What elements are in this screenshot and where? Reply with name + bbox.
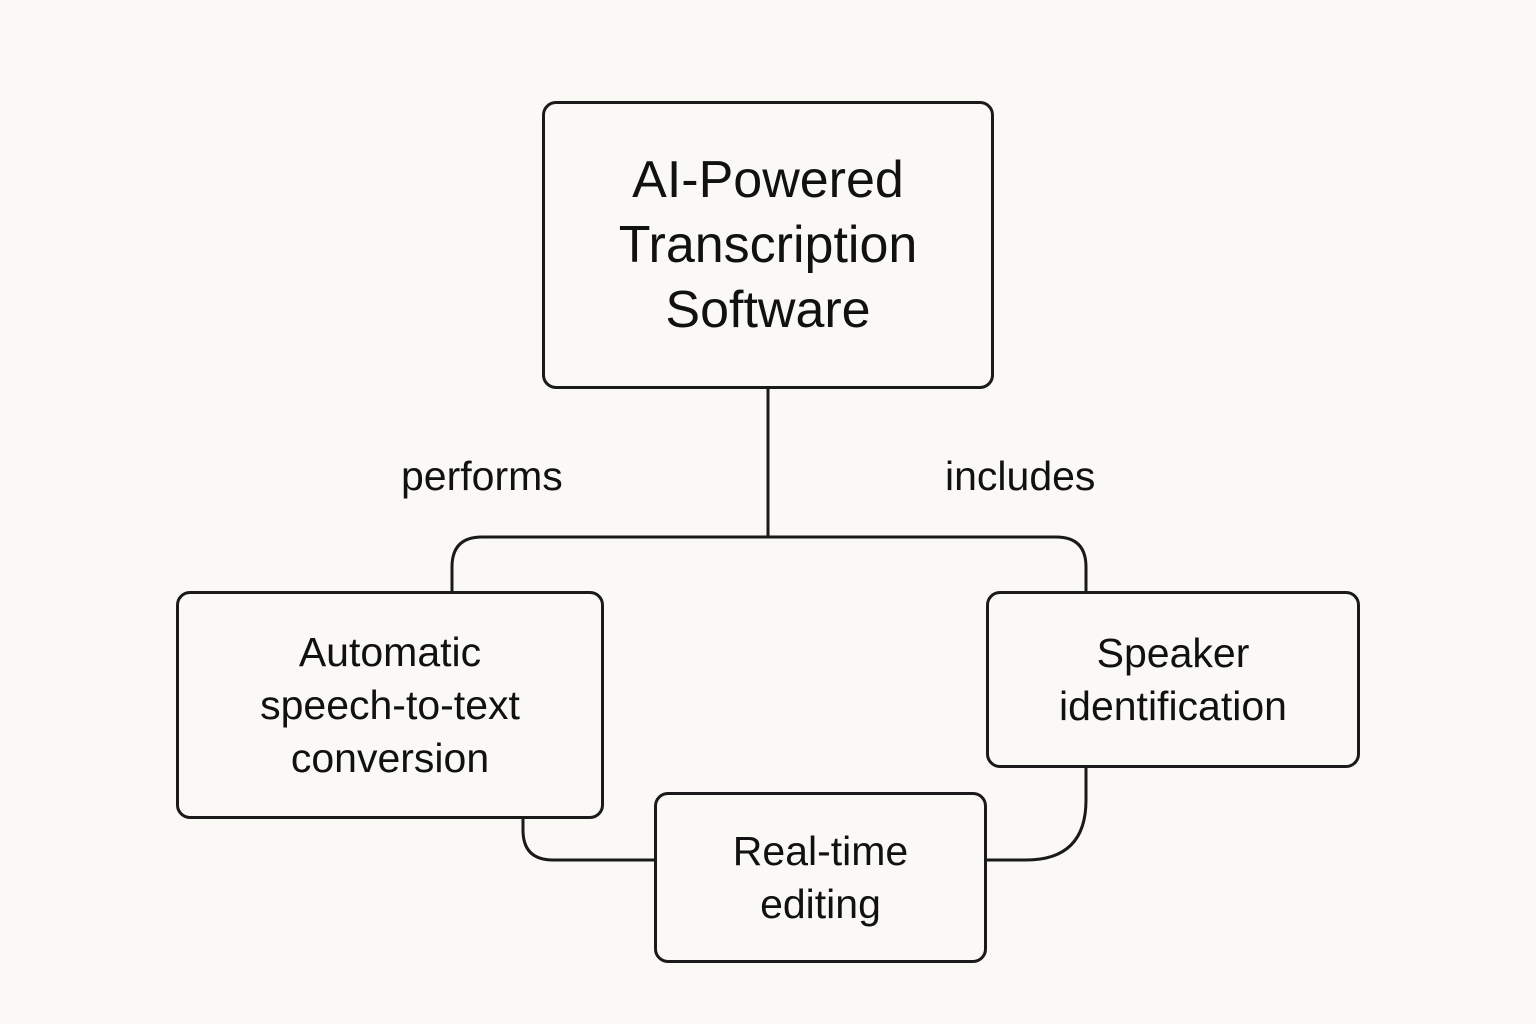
node-speaker-identification-label: Speaker identification	[1059, 629, 1287, 729]
speaker-to-editing-line	[987, 768, 1088, 862]
node-speech-to-text: Automatic speech-to-text conversion	[176, 591, 604, 819]
edge-label-includes: includes	[945, 453, 1096, 499]
speech-to-editing-line	[521, 819, 654, 862]
node-speaker-identification: Speaker identification	[986, 591, 1360, 768]
root-node: AI-Powered Transcription Software	[542, 101, 994, 389]
root-node-label: AI-Powered Transcription Software	[618, 150, 918, 339]
node-real-time-editing-label: Real-time editing	[732, 827, 909, 927]
node-speech-to-text-label: Automatic speech-to-text conversion	[260, 628, 520, 781]
branch-bracket-line	[450, 535, 1088, 591]
node-real-time-editing: Real-time editing	[654, 792, 987, 963]
edge-label-performs: performs	[401, 453, 563, 499]
